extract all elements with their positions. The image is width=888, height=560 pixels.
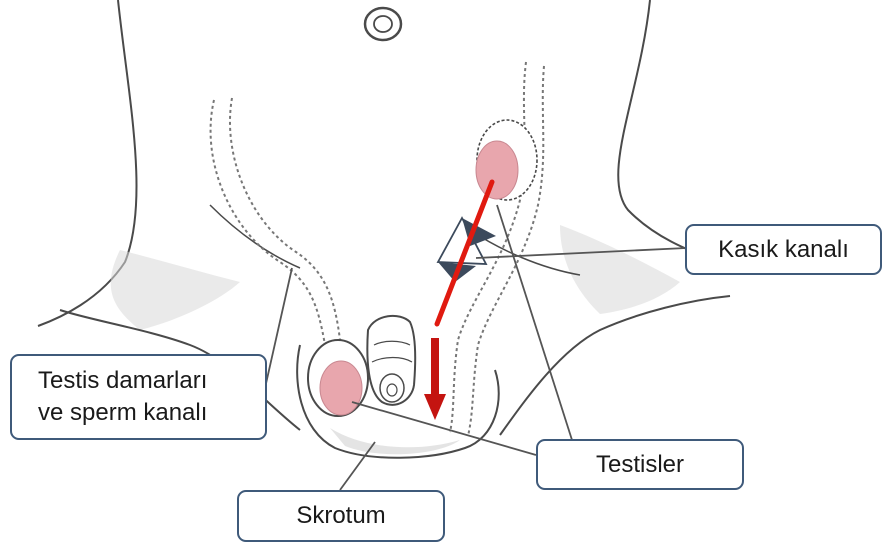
penis: [367, 316, 415, 405]
scrotum-shading: [330, 428, 460, 454]
left-groin-shading: [111, 250, 240, 330]
label-vessels-line1: Testis damarları: [38, 365, 207, 397]
label-testes-text: Testisler: [596, 449, 684, 481]
left-canal-inner: [230, 98, 340, 340]
label-vessels-line2: ve sperm kanalı: [38, 397, 207, 429]
label-testes: Testisler: [536, 439, 744, 490]
left-groin-line: [210, 205, 300, 268]
undescended-testis: [476, 120, 537, 200]
label-vessels-duct: Testis damarları ve sperm kanalı: [10, 354, 267, 440]
right-thigh-outline: [500, 296, 730, 435]
label-scrotum-text: Skrotum: [296, 500, 385, 532]
leader-testes-1: [497, 205, 572, 440]
navel: [365, 8, 401, 40]
label-inguinal-canal-text: Kasık kanalı: [718, 234, 849, 266]
descent-arrow-icon: [424, 182, 492, 420]
right-canal-outer: [450, 62, 526, 432]
right-groin-shading: [560, 225, 680, 314]
label-scrotum: Skrotum: [237, 490, 445, 542]
label-inguinal-canal: Kasık kanalı: [685, 224, 882, 275]
leader-vessels: [265, 268, 292, 388]
